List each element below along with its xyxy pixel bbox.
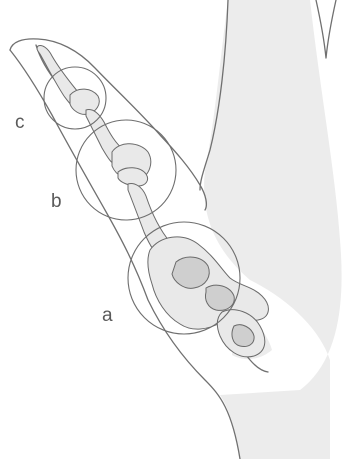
label-a: a <box>102 305 113 326</box>
label-b: b <box>51 191 62 212</box>
skin-shading <box>204 0 342 459</box>
region-labels: c b a <box>15 112 113 326</box>
label-c: c <box>15 112 25 133</box>
